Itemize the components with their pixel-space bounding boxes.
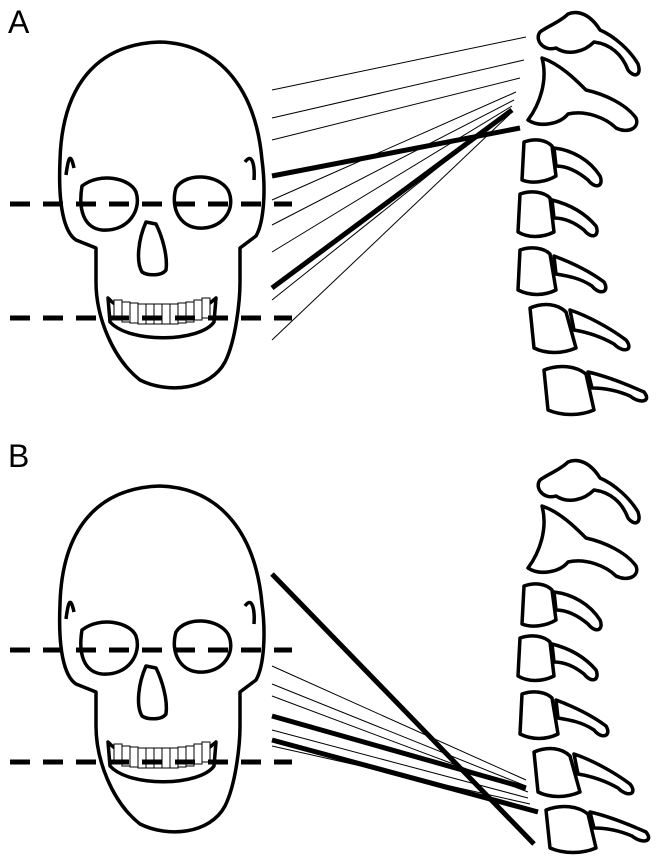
panel-b: B <box>0 434 657 868</box>
connector-lines <box>272 574 538 844</box>
skull <box>60 42 264 388</box>
cervical-spine <box>518 13 647 415</box>
cervical-spine <box>518 461 649 853</box>
diagram-b <box>0 434 657 868</box>
connector-lines <box>272 37 526 340</box>
skull <box>60 486 264 832</box>
diagram-a <box>0 0 657 434</box>
panel-a: A <box>0 0 657 434</box>
